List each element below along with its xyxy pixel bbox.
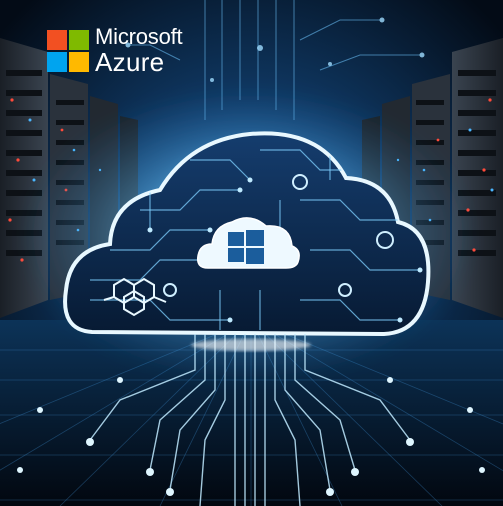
windows-icon (196, 217, 300, 269)
logo-square-yellow (69, 51, 89, 72)
data-streams-bottom (89, 334, 411, 506)
logo-square-blue (47, 51, 67, 72)
logo-square-green (69, 29, 89, 50)
hexagon-network-icon (103, 277, 167, 317)
microsoft-logo (47, 29, 89, 72)
logo-line-azure: Azure (95, 47, 165, 77)
logo-text: Microsoft Azure (95, 24, 183, 77)
logo-line-microsoft: Microsoft (95, 24, 183, 49)
logo-square-red (47, 29, 67, 50)
microsoft-azure-logo: Microsoft Azure (47, 24, 183, 77)
floor-nodes (17, 377, 485, 496)
